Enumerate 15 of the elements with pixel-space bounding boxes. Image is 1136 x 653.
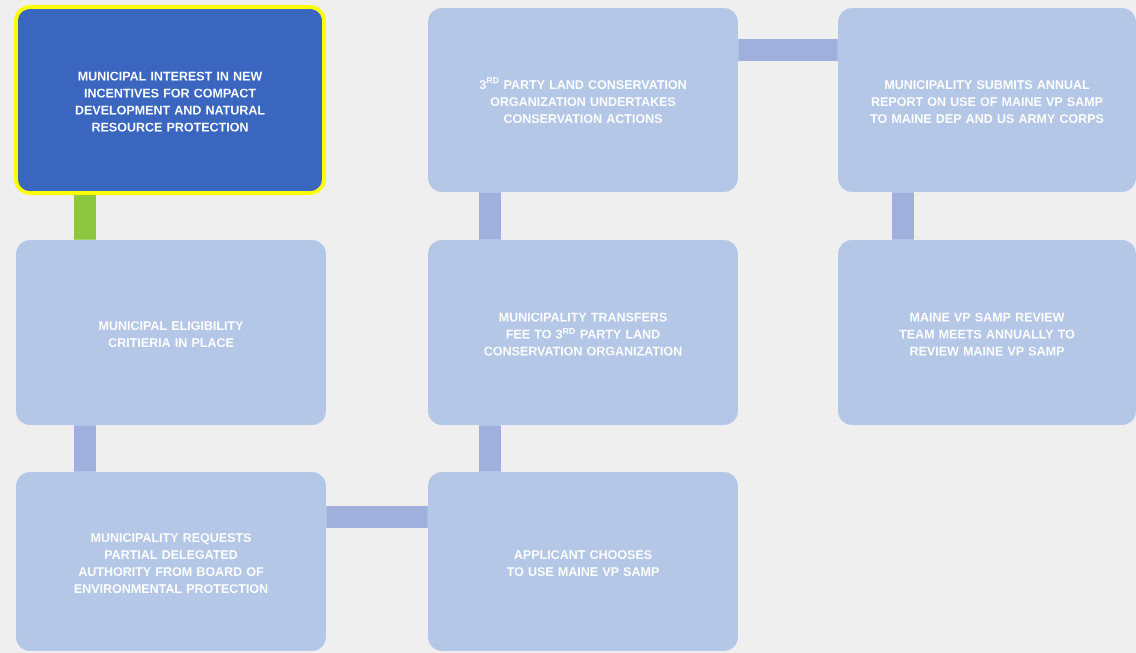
process-box: MUNICIPALITY TRANSFERS FEE TO 3$^{RD}$ PARTY LAND CONSERVATION ORGANIZATION [428,240,738,425]
process-box: MUNICIPAL INTEREST IN NEW INCENTIVES FOR COMPACT DEVELOPMENT AND NATURAL RESOURCE PROTECTION [14,5,326,195]
connector-bar [74,425,96,472]
connector-bar [326,506,428,528]
process-box: MUNICIPALITY SUBMITS ANNUAL REPORT ON USE OF MAINE VP SAMP TO MAINE DEP AND US ARMY CORPS [838,8,1136,192]
process-box: $\text{3}^{\text{RD}}\ \text{PARTY LAND}\allowbreak\ \text{CONSERVATION}\allowbreak\ \text{ORGANIZATION UNDERTAKES}\allowbreak\ \text{CONSERVATION ACTIONS}$ [428,8,738,192]
connector-bar [479,425,501,472]
process-box: MUNICIPAL ELIGIBILITY CRITIERIA IN PLACE [16,240,326,425]
connector-bar [738,39,838,61]
connector-bar [479,192,501,240]
connector-bar [892,192,914,240]
process-box: APPLICANT CHOOSES TO USE MAINE VP SAMP [428,472,738,651]
process-box: MUNICIPALITY REQUESTS PARTIAL DELEGATED AUTHORITY FROM BOARD OF ENVIRONMENTAL PROTECTION [16,472,326,651]
connector-bar [74,195,96,240]
process-box: MAINE VP SAMP REVIEW TEAM MEETS ANNUALLY TO REVIEW MAINE VP SAMP [838,240,1136,425]
